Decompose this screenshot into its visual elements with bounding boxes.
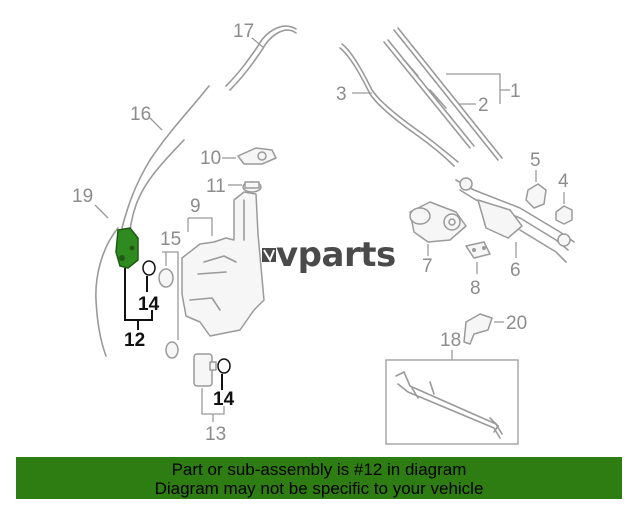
leader-16 bbox=[149, 117, 163, 131]
banner-line-1: Part or sub-assembly is #12 in diagram bbox=[171, 460, 467, 479]
callout-15: 15 bbox=[160, 229, 181, 250]
callout-4: 4 bbox=[558, 171, 569, 192]
part-7-motor bbox=[409, 201, 467, 243]
part-1-wiper-blade bbox=[383, 27, 503, 161]
part-14-grommet-lower bbox=[217, 358, 231, 374]
part-12-washer-pump bbox=[115, 227, 139, 269]
vparts-logo: vparts bbox=[262, 235, 396, 275]
callout-13: 13 bbox=[205, 424, 226, 445]
callout-14b: 14 bbox=[213, 389, 235, 410]
part-19-hose bbox=[95, 227, 119, 357]
callout-5: 5 bbox=[530, 150, 541, 171]
callout-1: 1 bbox=[510, 81, 521, 102]
svg-text:vparts: vparts bbox=[276, 235, 396, 275]
part-20-clip bbox=[463, 313, 493, 345]
callout-11: 11 bbox=[206, 176, 226, 197]
part-18-rod bbox=[395, 371, 503, 439]
callout-16: 16 bbox=[130, 104, 151, 125]
part-3-wiper-arm bbox=[339, 43, 459, 167]
part-9-reservoir bbox=[181, 191, 265, 337]
part-17-hose bbox=[225, 25, 297, 91]
callout-3: 3 bbox=[336, 84, 347, 105]
part-10-cap bbox=[237, 147, 277, 165]
part-4-nut bbox=[555, 205, 573, 225]
part-11-cap bbox=[242, 181, 262, 193]
callout-7: 7 bbox=[422, 256, 433, 277]
callout-2: 2 bbox=[478, 95, 489, 116]
callout-14a: 14 bbox=[138, 294, 160, 315]
callout-18: 18 bbox=[440, 330, 461, 351]
parts-diagram: 17 16 19 12 14 15 9 bbox=[72, 21, 575, 445]
callout-9: 9 bbox=[190, 196, 201, 217]
callout-12: 12 bbox=[124, 330, 145, 351]
part-14-grommet-upper bbox=[142, 260, 156, 276]
part-15-filter bbox=[158, 268, 179, 359]
callout-8: 8 bbox=[470, 278, 481, 299]
leader-1 bbox=[446, 73, 501, 104]
part-8-bracket bbox=[465, 241, 491, 259]
leader-19 bbox=[94, 204, 109, 219]
callout-17: 17 bbox=[233, 21, 254, 42]
part-13-pump bbox=[193, 353, 217, 387]
part-18-box bbox=[385, 359, 519, 445]
leader-9 bbox=[188, 217, 213, 236]
callout-19: 19 bbox=[72, 186, 93, 207]
banner-line-2: Diagram may not be specific to your vehi… bbox=[154, 479, 484, 498]
callout-10: 10 bbox=[200, 148, 221, 169]
leader-15 bbox=[162, 251, 179, 340]
callout-6: 6 bbox=[510, 260, 521, 281]
part-5-cap bbox=[525, 183, 547, 209]
part-6-linkage bbox=[455, 177, 575, 263]
info-banner: Part or sub-assembly is #12 in diagram D… bbox=[16, 457, 622, 499]
callout-20: 20 bbox=[506, 313, 527, 334]
leader-17 bbox=[251, 37, 265, 49]
